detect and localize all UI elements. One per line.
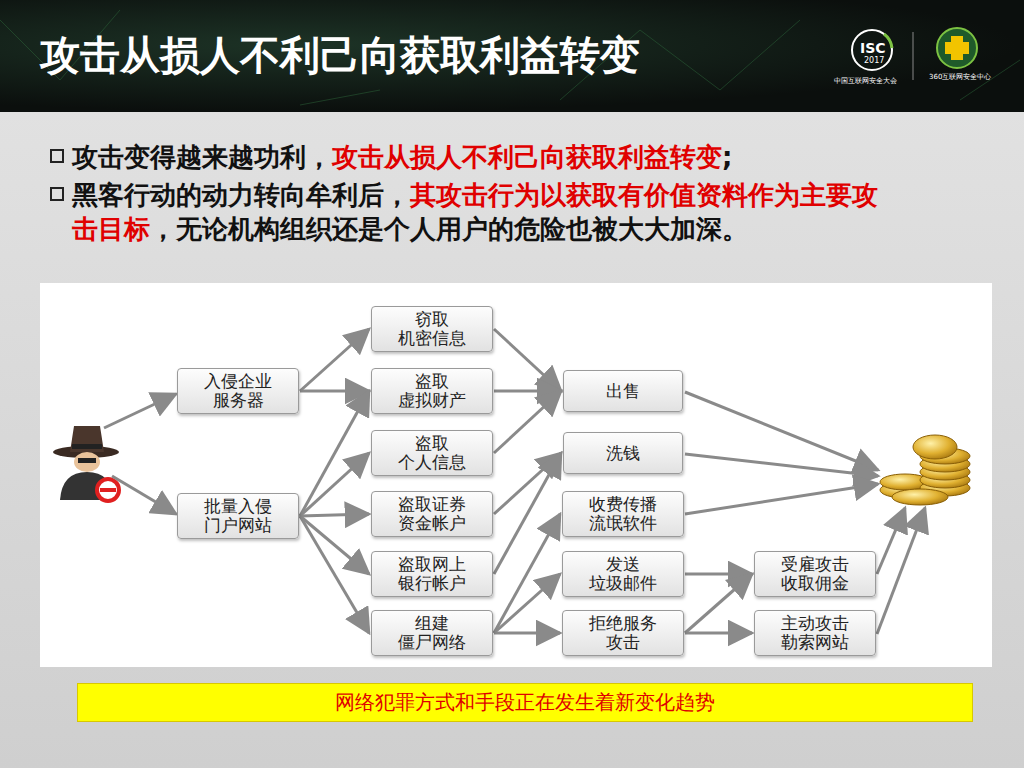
process-box: 主动攻击 勒索网站	[754, 610, 876, 656]
process-box: 入侵企业 服务器	[177, 368, 299, 414]
flow-arrow	[300, 516, 369, 574]
box-label: 盗取 个人信息	[380, 434, 484, 472]
bullet-text: 黑客行动的动力转向牟利后，	[72, 180, 410, 210]
box-label: 批量入侵 门户网站	[186, 497, 290, 535]
box-label: 拒绝服务 攻击	[571, 614, 675, 652]
process-box: 盗取 虚拟财产	[371, 368, 493, 414]
bullet-text: 攻击变得越来越功利，	[72, 142, 332, 172]
gold-coins	[880, 435, 970, 505]
caption-bar: 网络犯罪方式和手段正在发生着新变化趋势	[77, 683, 973, 722]
process-box: 组建 僵尸网络	[371, 610, 493, 656]
process-box: 出售	[563, 370, 683, 412]
flow-arrow	[685, 573, 752, 576]
bullet-paragraph: 攻击变得越来越功利，攻击从损人不利己向获取利益转变;	[50, 140, 884, 174]
box-label: 盗取网上 银行帐户	[380, 555, 484, 593]
flow-arrow	[494, 514, 560, 633]
box-label: 洗钱	[606, 444, 640, 463]
slide-title: 攻击从损人不利己向获取利益转变	[40, 28, 640, 83]
box-label: 受雇攻击 收取佣金	[763, 555, 867, 593]
process-box: 盗取证券 资金帐户	[371, 491, 493, 537]
flow-arrow	[494, 632, 560, 635]
logo-text: 2017	[864, 56, 884, 65]
box-label: 盗取证券 资金帐户	[380, 495, 484, 533]
process-box: 窃取 机密信息	[371, 306, 493, 352]
box-label: 发送 垃圾邮件	[571, 555, 675, 593]
process-box: 拒绝服务 攻击	[562, 610, 684, 656]
flow-arrow	[300, 516, 369, 633]
process-box: 洗钱	[563, 432, 683, 474]
process-box: 受雇攻击 收取佣金	[754, 551, 876, 597]
flow-arrow	[685, 574, 752, 633]
flow-arrow	[300, 453, 369, 516]
flow-arrow	[300, 329, 369, 391]
security-center-logo	[937, 28, 977, 68]
box-label: 入侵企业 服务器	[186, 372, 290, 410]
box-label: 主动攻击 勒索网站	[763, 614, 867, 652]
flow-arrow	[300, 390, 369, 393]
highlight-text: 攻击从损人不利己向获取利益转变	[332, 142, 722, 172]
logo-text: 360互联网安全中心	[929, 72, 991, 82]
bullet-text: ，无论机构组织还是个人用户的危险也被大大加深。	[150, 214, 748, 244]
flow-arrow	[494, 329, 561, 391]
hacker-icon	[53, 426, 119, 501]
process-box: 盗取 个人信息	[371, 430, 493, 476]
box-label: 收费传播 流氓软件	[571, 495, 675, 533]
box-label: 组建 僵尸网络	[380, 614, 484, 652]
process-box: 收费传播 流氓软件	[562, 491, 684, 537]
box-label: 盗取 虚拟财产	[380, 372, 484, 410]
process-box: 盗取网上 银行帐户	[371, 551, 493, 597]
bullet-square	[50, 187, 64, 201]
flow-arrow	[494, 390, 561, 393]
network-texture	[0, 10, 1020, 105]
flow-arrow	[494, 391, 561, 453]
flow-arrow	[685, 632, 752, 635]
logo-text: ISC	[860, 40, 886, 56]
flow-arrow	[300, 391, 369, 516]
bullet-square	[50, 149, 64, 163]
flow-arrow	[494, 574, 560, 633]
bullet-paragraph: 黑客行动的动力转向牟利后，其攻击行为以获取有价值资料作为主要攻击目标，无论机构组…	[50, 178, 884, 246]
process-box: 批量入侵 门户网站	[177, 493, 299, 539]
box-label: 窃取 机密信息	[380, 310, 484, 348]
isc-logo	[852, 30, 913, 80]
bullet-list: 攻击变得越来越功利，攻击从损人不利己向获取利益转变; 黑客行动的动力转向牟利后，其…	[50, 140, 950, 250]
flow-arrow	[494, 453, 561, 574]
box-label: 出售	[606, 382, 640, 401]
process-box: 发送 垃圾邮件	[562, 551, 684, 597]
bullet-text: ;	[722, 142, 732, 172]
caption-text: 网络犯罪方式和手段正在发生着新变化趋势	[335, 689, 715, 716]
logo-text: 中国互联网安全大会	[834, 76, 897, 86]
flow-lines	[104, 392, 925, 634]
flow-arrow	[300, 514, 369, 516]
flow-arrow	[494, 453, 561, 514]
